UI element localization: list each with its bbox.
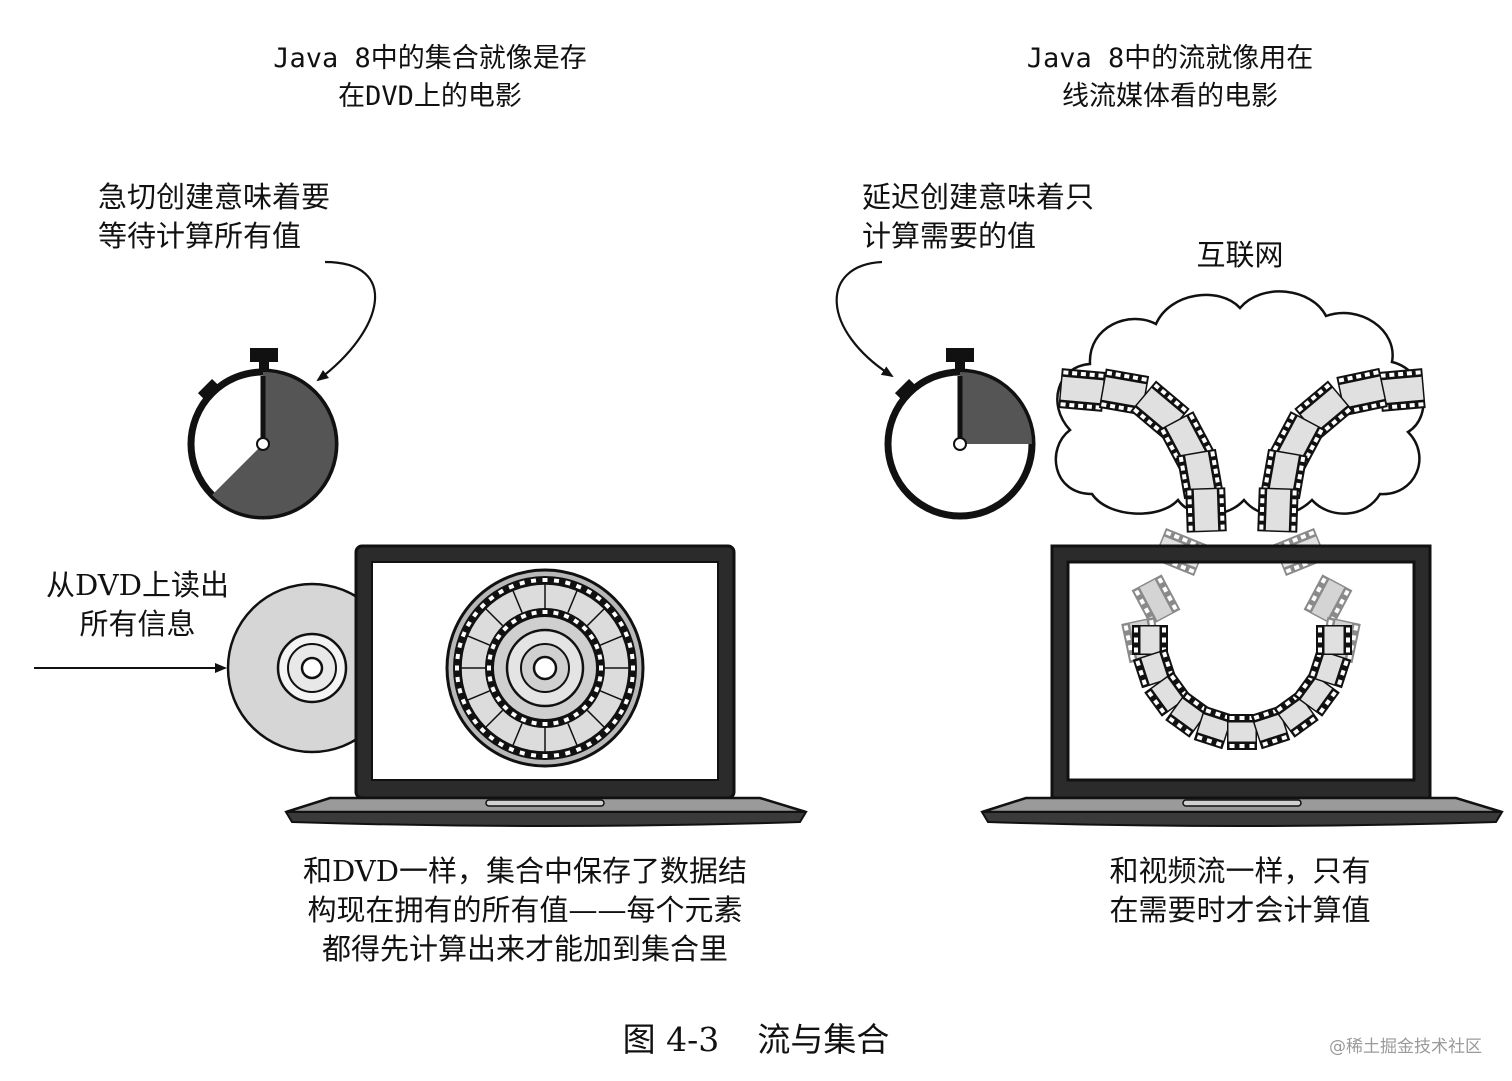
right-title: Java 8中的流就像用在 线流媒体看的电影 — [1026, 43, 1314, 112]
lazy-arrow — [835, 260, 894, 378]
eager-arrow — [316, 260, 377, 382]
stopwatch-left-icon — [187, 348, 339, 520]
internet-label: 互联网 — [1196, 238, 1284, 272]
right-caption: 和视频流一样，只有 在需要时才会计算值 — [1109, 854, 1371, 927]
film-strip-on-screen — [1121, 574, 1361, 750]
film-strip-stream — [1058, 367, 1426, 577]
film-reel-icon — [445, 568, 645, 768]
figure-number: 图 4-3 — [622, 1020, 720, 1059]
laptop-right — [980, 544, 1504, 827]
figure-title: 流与集合 — [757, 1020, 890, 1059]
watermark: @稀土掘金技术社区 — [1329, 1037, 1482, 1057]
lazy-label: 延迟创建意味着只 计算需要的值 — [862, 180, 1095, 253]
figure-caption: 图 4-3 流与集合 — [0, 1018, 1512, 1062]
eager-label: 急切创建意味着要 等待计算所有值 — [98, 180, 331, 253]
stopwatch-right-icon — [884, 348, 1036, 520]
internet-cloud-icon — [1054, 290, 1425, 517]
timer-elapsed-right — [960, 372, 1032, 444]
dvd-read-label: 从DVD上读出 所有信息 — [46, 568, 229, 641]
left-title: Java 8中的集合就像是存 在DVD上的电影 — [273, 43, 587, 112]
timer-elapsed-left — [212, 372, 335, 516]
left-caption: 和DVD一样，集合中保存了数据结 构现在拥有的所有值——每个元素 都得先计算出来… — [303, 854, 747, 966]
dvd-disc-icon — [226, 582, 398, 754]
